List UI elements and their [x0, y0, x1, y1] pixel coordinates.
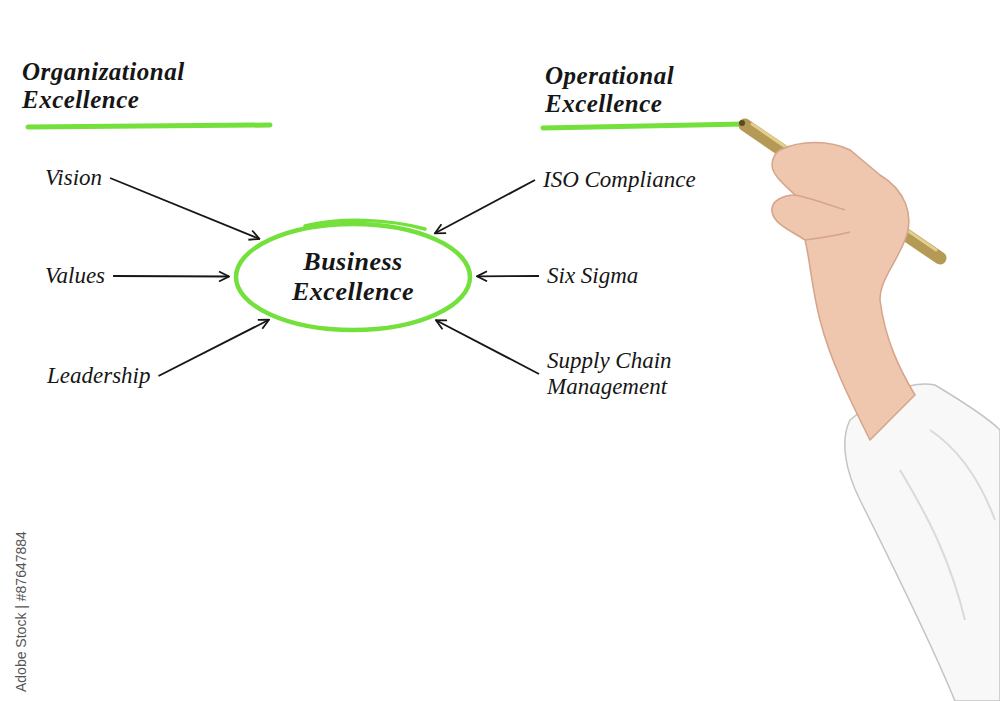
heading-underline [28, 125, 270, 127]
sleeve-fold [900, 470, 965, 620]
hand-illustration [739, 120, 1000, 701]
ellipse-stroke [236, 224, 470, 330]
arrow-connector [113, 275, 229, 277]
factor-text-node: ISO Compliance [543, 167, 696, 193]
central-label: Business Excellence [263, 247, 443, 307]
heading-underline [543, 124, 745, 128]
finger-line [805, 232, 850, 240]
arrow-connector [110, 178, 259, 239]
arrow-connector [436, 320, 539, 374]
ellipse-swoosh [305, 220, 425, 229]
finger-line [795, 195, 845, 210]
section-heading: Organizational Excellence [22, 58, 277, 113]
hand [772, 143, 915, 441]
factor-text-node: Supply Chain Management [547, 348, 737, 401]
factor-label: Six Sigma [547, 263, 638, 289]
arrow-connector [159, 320, 269, 376]
arrow-connector [477, 275, 539, 277]
factor-label: ISO Compliance [543, 167, 696, 193]
factor-text-node: Values [45, 263, 105, 289]
factor-text-node: Vision [45, 165, 102, 191]
factor-label: Leadership [47, 363, 151, 389]
pen-tip [739, 120, 745, 126]
factor-label: Values [45, 263, 105, 289]
central-ellipse: Business Excellence [233, 221, 473, 333]
factor-label: Supply Chain Management [547, 348, 737, 401]
arrow-connector [435, 180, 535, 233]
factor-text-node: Leadership [47, 363, 151, 389]
factor-label: Vision [45, 165, 102, 191]
watermark-text: Adobe Stock | #87647884 [12, 531, 30, 692]
section-heading: Operational Excellence [545, 62, 755, 117]
factor-text-node: Six Sigma [547, 263, 638, 289]
sleeve-fold [930, 430, 995, 520]
